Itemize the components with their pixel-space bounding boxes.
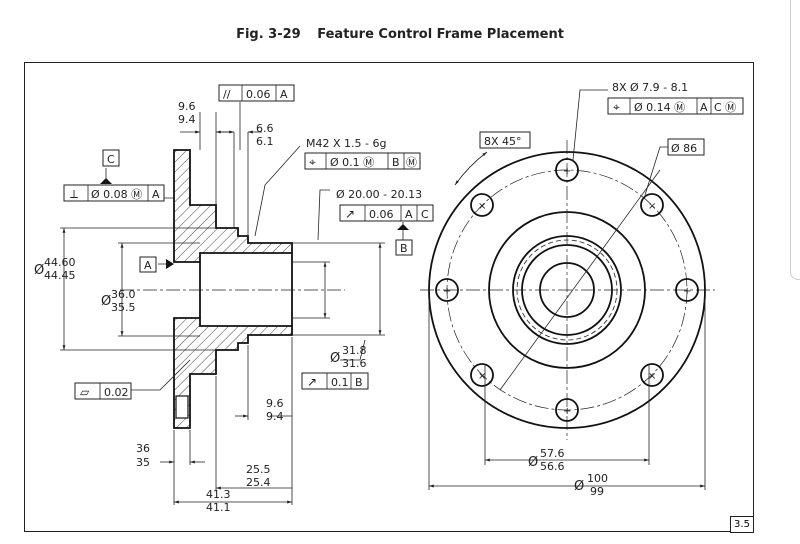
dia-36-0: 36.0 (111, 288, 136, 301)
svg-text:Ø: Ø (34, 263, 44, 278)
thread-callout: M42 X 1.5 - 6g (306, 137, 386, 150)
svg-text:Ø 0.14 Ⓜ: Ø 0.14 Ⓜ (634, 101, 685, 114)
dia-56-6: 56.6 (540, 460, 565, 473)
angle-callout: 8X 45° (484, 135, 522, 148)
dim-bot-9-6: 9.6 (266, 397, 284, 410)
dia-31-6: 31.6 (342, 357, 367, 370)
figure-caption: Feature Control Frame Placement (317, 27, 564, 42)
svg-text:Ø: Ø (574, 479, 584, 494)
dim-9-4: 9.4 (178, 113, 196, 126)
svg-text:Ø: Ø (528, 455, 538, 470)
svg-text:0.1: 0.1 (331, 376, 349, 389)
svg-text:×: × (648, 201, 656, 212)
dim-6-6: 6.6 (256, 122, 274, 135)
svg-text:×: × (648, 371, 656, 382)
runout-icon: ↗ (345, 207, 355, 221)
svg-text:Ø: Ø (330, 351, 340, 366)
svg-text:+: + (443, 286, 451, 297)
holes-callout: 8X Ø 7.9 - 8.1 (612, 81, 688, 94)
svg-text:A: A (280, 88, 288, 101)
svg-text:0.06: 0.06 (369, 208, 394, 221)
section-view (60, 102, 385, 505)
datum-b-label: B (400, 242, 408, 255)
sheet-tag: 3.5 (730, 516, 754, 533)
parallelism-fcf: // 0.06 A (218, 84, 295, 102)
svg-text:Ø 0.1 Ⓜ: Ø 0.1 Ⓜ (330, 156, 374, 169)
runout2-fcf: ↗ 0.1 B (301, 372, 369, 390)
bore-dia-callout: Ø 20.00 - 20.13 (336, 188, 422, 201)
section-lower-half (173, 317, 293, 429)
section-upper-half (173, 149, 293, 263)
dia-35-5: 35.5 (111, 301, 136, 314)
flatness-fcf: ▱ 0.02 (74, 382, 132, 400)
dim-25-5: 25.5 (246, 463, 271, 476)
od-44-45: 44.45 (44, 269, 76, 282)
dim-25-4: 25.4 (246, 476, 271, 489)
perpendicularity-icon: ⟂ (70, 187, 78, 201)
end-view: + + + + × × × × (420, 89, 715, 490)
svg-text:+: + (563, 406, 571, 417)
datum-triangle-icon (166, 259, 174, 269)
svg-text:×: × (478, 371, 486, 382)
svg-text:B: B (392, 156, 400, 169)
svg-text:C: C (421, 208, 429, 221)
svg-text:×: × (478, 201, 486, 212)
figure-title: Fig. 3-29 Feature Control Frame Placemen… (0, 27, 800, 42)
dia-99: 99 (590, 485, 604, 498)
dim-36: 36 (136, 442, 150, 455)
thread-position-fcf: ⌖ Ø 0.1 Ⓜ B Ⓜ (304, 152, 421, 170)
svg-text:B: B (355, 376, 363, 389)
dia-100: 100 (587, 472, 608, 485)
dia-31-8: 31.8 (342, 344, 367, 357)
holes-position-fcf: ⌖ Ø 0.14 Ⓜ A C Ⓜ (607, 97, 744, 115)
svg-text:0.06: 0.06 (246, 88, 271, 101)
svg-text:+: + (563, 166, 571, 177)
svg-text:A: A (152, 188, 160, 201)
runout-fcf: ↗ 0.06 A C (339, 204, 434, 222)
svg-text:Ø: Ø (101, 294, 111, 309)
dim-6-1: 6.1 (256, 135, 274, 148)
scrollbar-track[interactable] (790, 0, 800, 280)
svg-text:A: A (405, 208, 413, 221)
figure-number: Fig. 3-29 (236, 27, 301, 42)
svg-text:A: A (700, 101, 708, 114)
dim-bot-9-4: 9.4 (266, 410, 284, 423)
dim-41-3: 41.3 (206, 488, 231, 501)
datum-a-label: A (144, 259, 152, 272)
bolt-holes: + + + + × × × × (435, 158, 699, 422)
position-icon: ⌖ (309, 155, 316, 169)
svg-text:C Ⓜ: C Ⓜ (714, 101, 736, 114)
od-44-60: 44.60 (44, 256, 76, 269)
datum-c-label: C (107, 153, 115, 166)
dim-9-6: 9.6 (178, 100, 196, 113)
svg-text:Ø 0.08 Ⓜ: Ø 0.08 Ⓜ (91, 188, 142, 201)
dim-35: 35 (136, 456, 150, 469)
svg-text:+: + (683, 286, 691, 297)
svg-text:0.02: 0.02 (104, 386, 129, 399)
svg-text:Ⓜ: Ⓜ (406, 156, 417, 169)
drawing-frame (24, 62, 754, 532)
bolt-circle-dia: Ø 86 (671, 142, 697, 155)
dia-57-6: 57.6 (540, 447, 565, 460)
flatness-icon: ▱ (80, 385, 90, 399)
position-icon: ⌖ (613, 100, 620, 114)
runout-icon: ↗ (307, 375, 317, 389)
perpendicularity-fcf: ⟂ Ø 0.08 Ⓜ A (63, 184, 165, 202)
dim-41-1: 41.1 (206, 501, 231, 514)
parallelism-icon: // (223, 88, 231, 101)
